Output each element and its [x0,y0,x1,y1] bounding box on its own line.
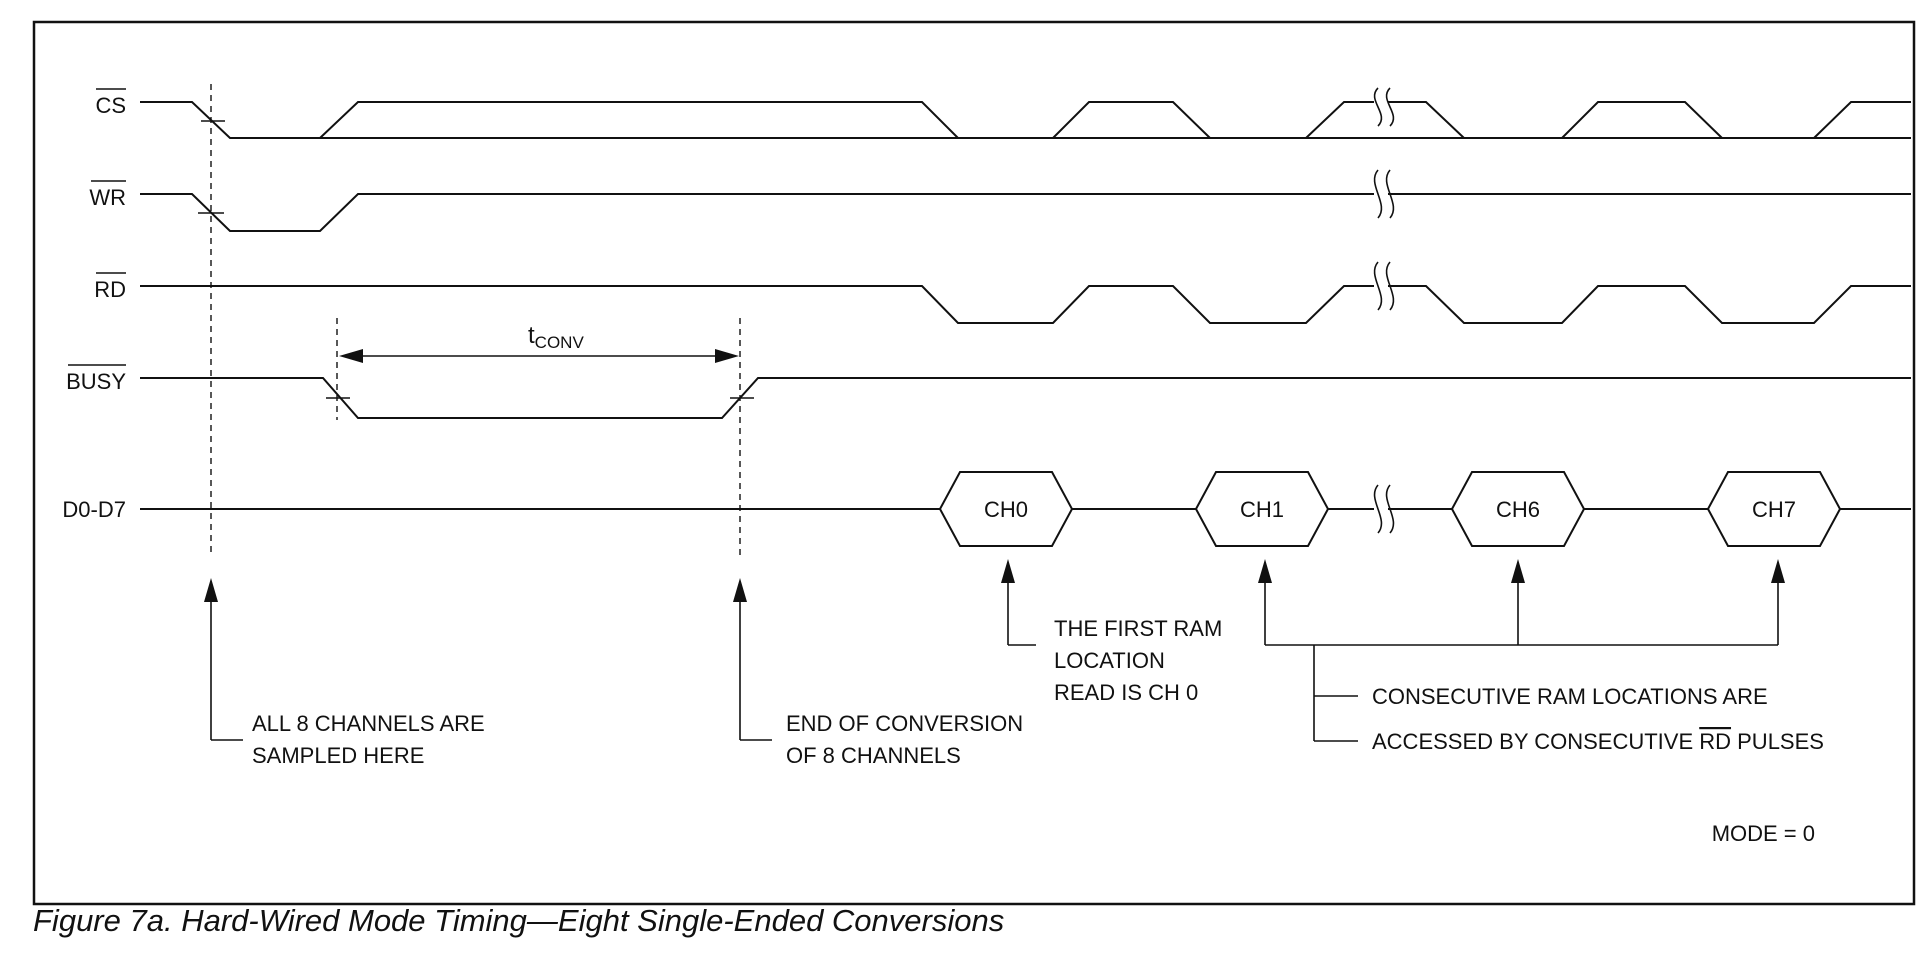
data-cell-ch0: CH0 [984,497,1028,522]
data-cell-ch7-shape [1706,471,1842,547]
annotation-consecutive-line-1: CONSECUTIVE RAM LOCATIONS ARE [1372,684,1768,709]
tconv-dimension-arrow [339,349,739,363]
annotation-consecutive-line-2: ACCESSED BY CONSECUTIVE RD PULSES [1372,729,1824,754]
callout-sampled [204,578,243,741]
signal-label-data: D0-D7 [62,497,126,522]
annotation-first-ram-line-2: LOCATION [1054,648,1165,673]
waveform-rd [140,285,1911,324]
signal-label-cs: CS [95,93,126,118]
data-cell-ch1-shape [1194,471,1330,547]
annotation-first-ram-line-1: THE FIRST RAM [1054,616,1222,641]
waveform-cs [140,101,1911,139]
waveform-wr [140,193,1911,232]
callout-first-ram [1001,559,1036,646]
callout-consecutive [1258,559,1785,742]
diagram-frame [32,20,1916,906]
data-cell-ch7: CH7 [1752,497,1796,522]
callout-end-conversion [733,578,772,741]
time-break-marks [1373,85,1395,534]
annotation-first-ram-line-3: READ IS CH 0 [1054,680,1198,705]
annotation-rd-overline-text: RD [1699,729,1731,754]
annotation-sampled-line-1: ALL 8 CHANNELS ARE [252,711,485,736]
signal-label-rd: RD [94,277,126,302]
data-cell-ch1: CH1 [1240,497,1284,522]
annotation-sampled-line-2: SAMPLED HERE [252,743,424,768]
edge-ticks [198,120,754,399]
annotation-end-conversion-line-1: END OF CONVERSION [786,711,1023,736]
annotation-end-conversion-line-2: OF 8 CHANNELS [786,743,961,768]
waveform-cs-pulses [319,101,1911,139]
signal-label-busy: BUSY [66,369,126,394]
tconv-label: tCONV [528,322,584,352]
mode-label: MODE = 0 [1712,821,1815,846]
data-cell-ch0-shape [938,471,1074,547]
data-cell-ch6: CH6 [1496,497,1540,522]
data-cell-ch6-shape [1450,471,1586,547]
waveform-busy [140,377,1911,419]
figure-caption: Figure 7a. Hard-Wired Mode Timing—Eight … [33,903,1005,938]
signal-label-wr: WR [89,185,126,210]
